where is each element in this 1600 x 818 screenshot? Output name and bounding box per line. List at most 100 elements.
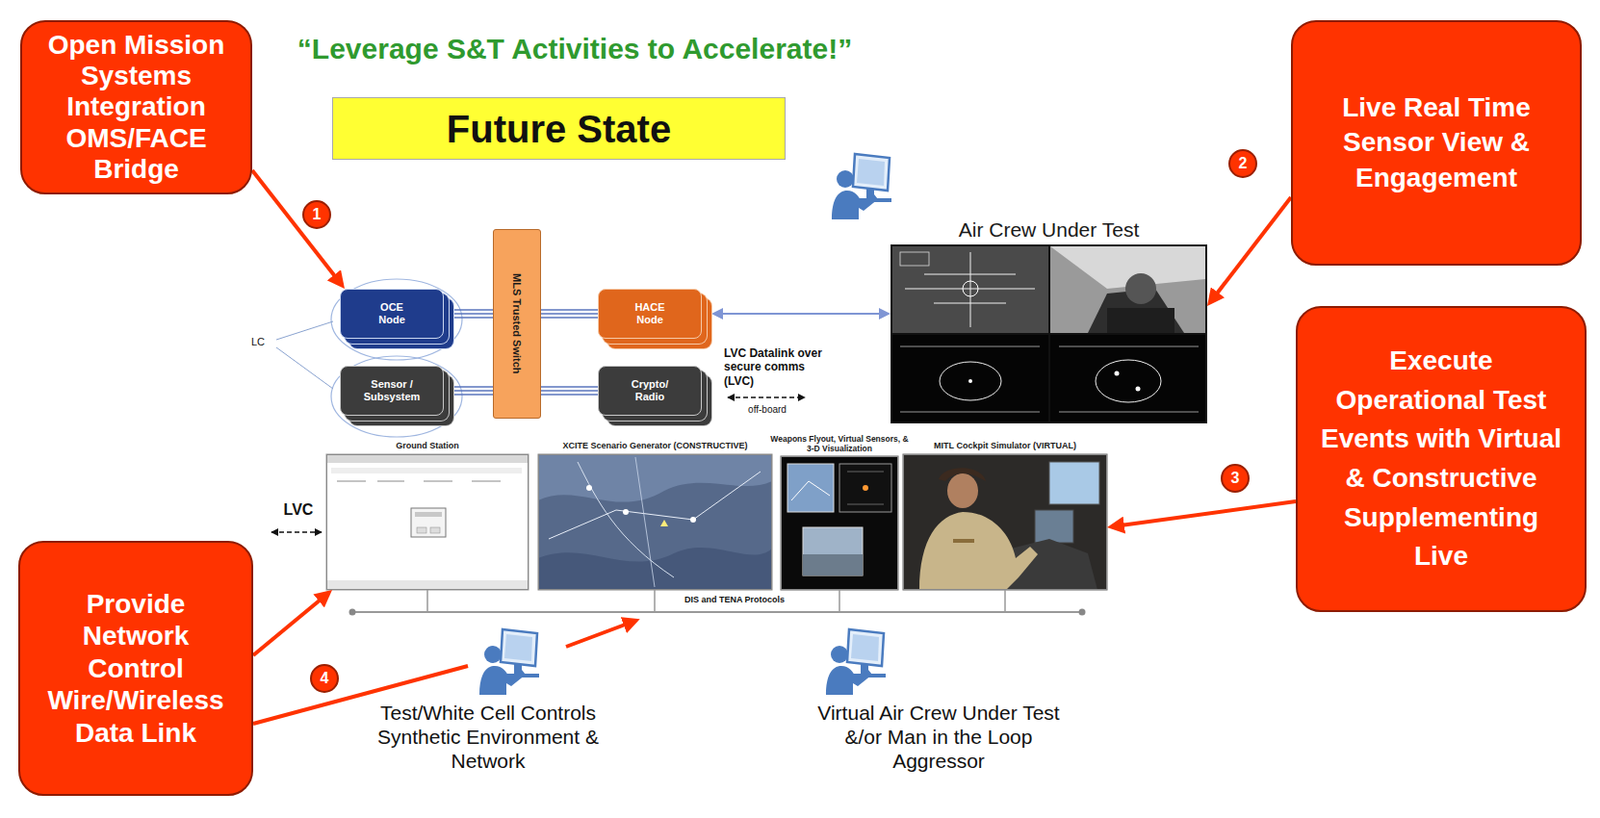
role-caption: Virtual Air Crew Under Test &/or Man in … (803, 700, 1074, 775)
node-text: Provide Network Control Wire/Wireless Da… (32, 588, 240, 750)
panel-frame (538, 454, 773, 591)
offboard-label: off-board (733, 404, 801, 416)
entity (660, 519, 669, 527)
status-bar (327, 580, 528, 590)
radar-dot (1114, 371, 1120, 377)
text-block: Provide Network Control Wire/Wireless Da… (32, 588, 240, 750)
title-bar (327, 455, 528, 464)
state-banner: Future State (332, 97, 786, 160)
dialog-bar (414, 512, 442, 517)
visual-view (802, 527, 863, 576)
bus-drop (427, 590, 1006, 613)
radar-lines (900, 346, 1040, 413)
sensor-view-panel: Air Crew Under Test (890, 217, 1208, 424)
connector-line (453, 389, 493, 391)
leader-line (276, 347, 334, 389)
text-block: MLS Trusted Switch (511, 273, 523, 375)
lvc-link (271, 531, 322, 534)
callout-box: Open Mission Systems Integration OMS/FAC… (20, 20, 253, 195)
operator-icon (479, 629, 540, 696)
entity (622, 509, 629, 516)
callout-box: Live Real Time Sensor View & Engagement (1290, 20, 1582, 266)
radar-dot (968, 379, 973, 384)
connector-line (1111, 501, 1296, 527)
entity (586, 485, 593, 491)
pilot-helmet (1125, 273, 1157, 305)
node-text: Execute Operational Test Events with Vir… (1316, 341, 1567, 577)
screen-bezel (890, 244, 1208, 424)
page-title: “Leverage S&T Activities to Accelerate!” (192, 32, 957, 66)
shirt-detail (953, 539, 975, 543)
monitor (1049, 462, 1100, 505)
node-text: Live Real Time Sensor View & Engagement (1301, 90, 1572, 196)
radio-node: Crypto/ Radio (597, 365, 702, 416)
callout-arrow (566, 620, 636, 647)
cockpit-simulator-panel: MITL Cockpit Simulator (VIRTUAL) (903, 440, 1108, 591)
panel-frame (890, 244, 1208, 424)
connector (252, 170, 342, 285)
offboard-link (727, 396, 805, 399)
pilot-body (1107, 308, 1175, 334)
radar-dot (1135, 387, 1141, 392)
radar-ring (939, 361, 1002, 401)
target-dot (862, 485, 869, 491)
route (548, 471, 761, 540)
connector-line (453, 316, 493, 318)
trusted-switch: MLS Trusted Switch (492, 229, 542, 419)
connector (714, 313, 888, 315)
callout-number: 2 (1228, 149, 1258, 179)
hud-reticle (962, 281, 979, 297)
text-block: Open Mission Systems Integration OMS/FAC… (29, 29, 243, 185)
connector-line (453, 312, 493, 314)
monitor (1034, 510, 1074, 543)
terrain (538, 547, 773, 591)
panel-frame (780, 456, 899, 591)
connector (1210, 197, 1291, 303)
photo-ground (903, 454, 1108, 591)
hace-node: HACE Node (597, 288, 702, 339)
hud-box (900, 252, 930, 266)
oce-node: OCE Node (339, 288, 444, 339)
pilot-shirt (919, 512, 1038, 591)
connector-line (453, 309, 493, 310)
panel-heading: Weapons Flyout, Virtual Sensors, & 3-D V… (767, 434, 912, 457)
hud-lines (904, 252, 1035, 328)
node-text: Crypto/ Radio (620, 378, 679, 403)
connector (453, 387, 493, 395)
route (577, 462, 674, 578)
dialog-button (416, 527, 427, 534)
sensor-view (839, 464, 892, 513)
radar-view (892, 335, 1049, 422)
text-block: Future State (446, 107, 671, 151)
connector (541, 387, 598, 395)
callout-box: Execute Operational Test Events with Vir… (1295, 306, 1587, 613)
flyout-view (787, 464, 834, 513)
lvc-label: LVC (271, 500, 326, 519)
node-text: Future State (446, 107, 671, 151)
connector-line (541, 393, 598, 395)
lc-grouping (276, 279, 463, 438)
connector-line (541, 309, 598, 310)
callout-box: Provide Network Control Wire/Wireless Da… (18, 541, 254, 797)
bus-end (349, 609, 357, 617)
role-caption: Test/White Cell Controls Synthetic Envir… (367, 700, 609, 775)
datalink-label: LVC Datalink over secure comms (LVC) (723, 346, 825, 388)
connector-line (541, 316, 598, 318)
weapons-screens (780, 456, 899, 591)
panel-ground (780, 456, 899, 591)
radar-lines (1058, 346, 1199, 413)
panel-frame (326, 454, 529, 591)
connector-line (252, 170, 342, 285)
subsystem-node: Sensor / Subsystem (339, 365, 444, 416)
connector-line (541, 386, 598, 388)
connector-line (714, 312, 888, 315)
connector-line (453, 386, 493, 388)
map-ground (538, 454, 773, 591)
ground-station-screenshot (326, 454, 529, 591)
leader-line (276, 321, 334, 340)
node-text: Open Mission Systems Integration OMS/FAC… (29, 29, 243, 185)
sensor-view-screens (890, 244, 1208, 424)
group-label: LC (243, 335, 273, 349)
connector-line (1210, 197, 1291, 303)
